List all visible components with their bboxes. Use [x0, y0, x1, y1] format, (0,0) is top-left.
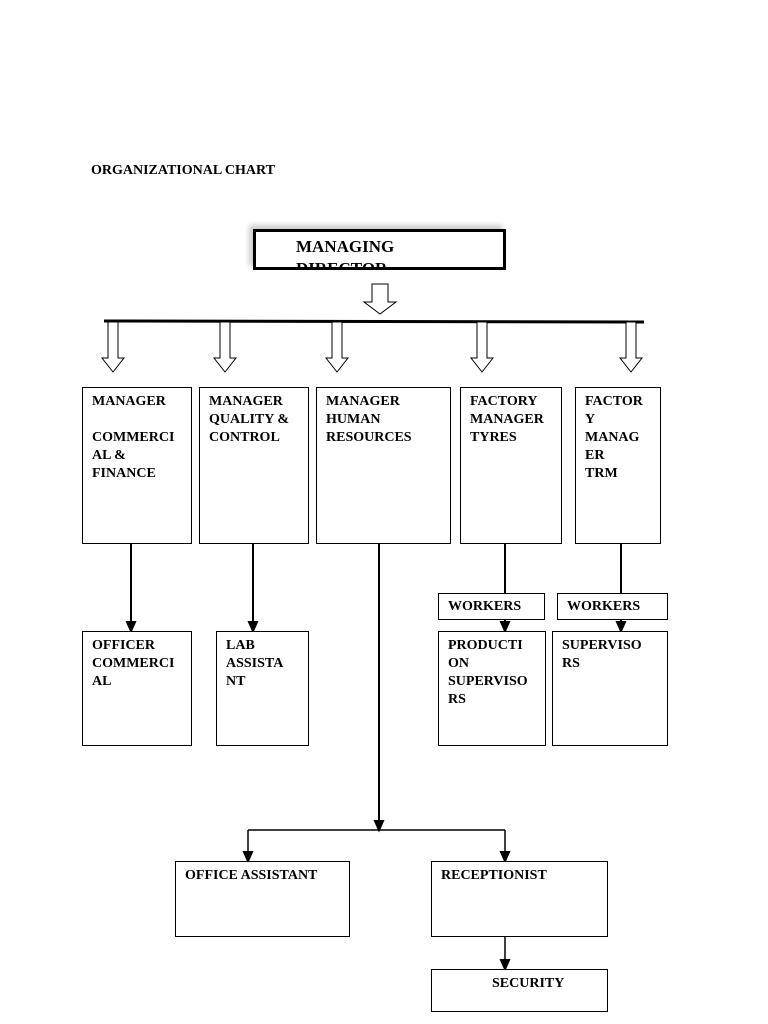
node-label: LAB ASSISTA NT [226, 638, 284, 689]
hollow-arrow-icon [362, 283, 398, 315]
node-label: OFFICE ASSISTANT [185, 868, 318, 883]
node-label: SUPERVISO RS [562, 638, 642, 671]
node-label: MANAGING DIRECTOR [296, 237, 395, 270]
node-production-supervisors: PRODUCTI ON SUPERVISO RS [438, 631, 546, 746]
hollow-arrow-icon [324, 321, 350, 373]
node-label: FACTOR Y MANAG ER TRM [585, 394, 643, 481]
node-manager-quality-control: MANAGER QUALITY & CONTROL [199, 387, 309, 544]
node-label: MANAGER QUALITY & CONTROL [209, 394, 289, 445]
chart-title: ORGANIZATIONAL CHART [91, 163, 275, 178]
node-officer-commercial: OFFICER COMMERCI AL [82, 631, 192, 746]
node-managing-director: MANAGING DIRECTOR [253, 229, 506, 270]
node-manager-human-resources: MANAGER HUMAN RESOURCES [316, 387, 451, 544]
hollow-arrow-icon [100, 321, 126, 373]
hollow-arrow-icon [469, 321, 495, 373]
node-label: MANAGER COMMERCI AL & FINANCE [92, 394, 175, 481]
hollow-arrow-icon [212, 321, 238, 373]
node-label: MANAGER HUMAN RESOURCES [326, 394, 412, 445]
node-lab-assistant: LAB ASSISTA NT [216, 631, 309, 746]
hollow-arrow-icon [618, 321, 644, 373]
node-factory-manager-trm: FACTOR Y MANAG ER TRM [575, 387, 661, 544]
node-label: RECEPTIONIST [441, 868, 547, 883]
main-horizontal-line [103, 319, 645, 324]
node-office-assistant: OFFICE ASSISTANT [175, 861, 350, 937]
node-supervisors: SUPERVISO RS [552, 631, 668, 746]
node-security: SECURITY [431, 969, 608, 1012]
node-receptionist: RECEPTIONIST [431, 861, 608, 937]
node-label: OFFICER COMMERCI AL [92, 638, 175, 689]
node-label: SECURITY [492, 976, 565, 991]
node-label: WORKERS [448, 599, 522, 614]
node-workers-tyres: WORKERS [438, 593, 545, 620]
node-workers-trm: WORKERS [557, 593, 668, 620]
node-factory-manager-tyres: FACTORY MANAGER TYRES [460, 387, 562, 544]
node-label: FACTORY MANAGER TYRES [470, 394, 544, 445]
node-label: PRODUCTI ON SUPERVISO RS [448, 638, 528, 707]
node-label: WORKERS [567, 599, 641, 614]
node-manager-commercial-finance: MANAGER COMMERCI AL & FINANCE [82, 387, 192, 544]
